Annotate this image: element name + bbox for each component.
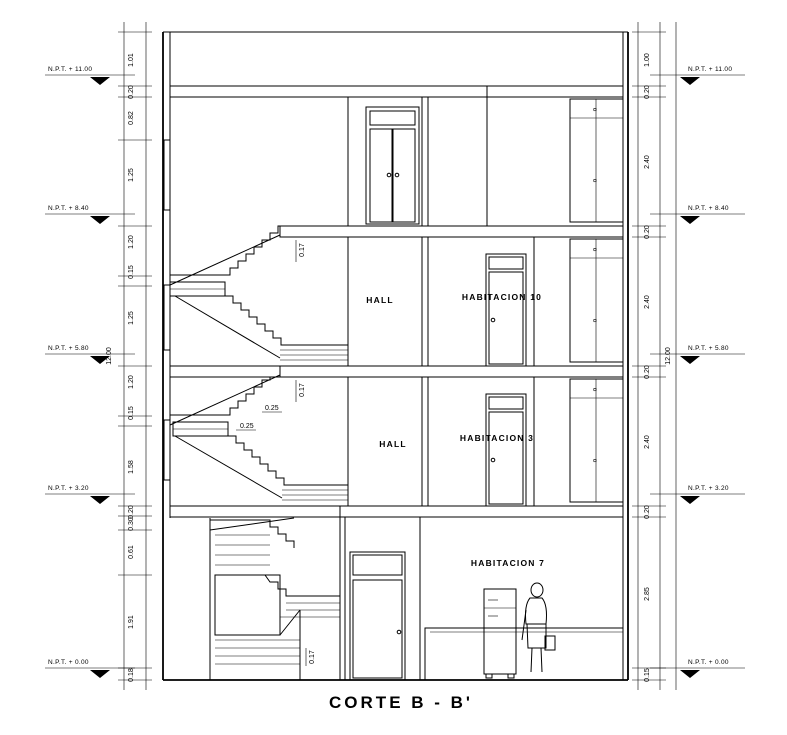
level-markers-left: N.P.T. + 11.00 N.P.T. + 8.40 N.P.T. + 5.… [45,66,135,678]
dimension-label: 0.20 [644,505,651,519]
dimension-label: 1.01 [128,53,135,67]
dimension-label: 1.20 [128,375,135,389]
drawing-title: CORTE B - B' [329,693,473,712]
level-marker-left: N.P.T. + 8.40 [45,205,135,224]
kitchen-counter [424,627,623,680]
level-label: N.P.T. + 0.00 [688,659,729,666]
level-label: N.P.T. + 11.00 [48,66,92,73]
dimension-total-left: 12.00 [106,347,113,365]
stair-dim-label: 0.17 [309,650,316,664]
dimension-label: 1.00 [644,53,651,67]
door-habitacion-3 [485,393,527,507]
level-label: N.P.T. + 8.40 [48,205,89,212]
room-label-habitacion-7: HABITACION 7 [471,558,545,568]
person-figure [521,582,556,673]
level-marker-left: N.P.T. + 11.00 [45,66,135,85]
level-markers-right: N.P.T. + 11.00 N.P.T. + 8.40 N.P.T. + 5.… [650,66,745,678]
level-marker-left: N.P.T. + 5.80 [45,345,135,364]
svg-text:¤: ¤ [593,458,597,465]
dimension-label: 0.61 [128,545,135,559]
refrigerator [483,588,517,679]
level-label: N.P.T. + 5.80 [688,345,729,352]
dimension-label: 2.40 [644,155,651,169]
dimension-label: 0.15 [128,265,135,279]
dimension-label: 1.25 [128,168,135,182]
svg-text:¤: ¤ [593,318,597,325]
room-label-habitacion-3: HABITACION 3 [460,433,534,443]
dimension-label: 2.40 [644,435,651,449]
level-label: N.P.T. + 0.00 [48,659,89,666]
room-label-habitacion-10: HABITACION 10 [462,292,542,302]
level-label: N.P.T. + 5.80 [48,345,89,352]
level-label: N.P.T. + 8.40 [688,205,729,212]
dimension-label: 1.58 [128,460,135,474]
dimension-label: 0.30 [128,517,135,531]
dimension-label: 0.18 [128,668,135,682]
dimension-label: 0.20 [644,225,651,239]
dimension-label: 0.20 [644,365,651,379]
dimension-chain-right: 1.00 0.20 2.40 0.20 2.40 0.20 2.40 0.20 … [632,22,677,690]
stair-dim-label: 0.17 [299,243,306,257]
dimension-label: 0.20 [644,85,651,99]
svg-text:¤: ¤ [593,178,597,185]
staircase [169,225,348,680]
dimension-label: 0.82 [128,111,135,125]
dimension-chain-left: 1.01 0.20 0.82 1.25 1.20 0.15 1.25 1.20 … [106,22,152,690]
dimension-total-right: 12.00 [665,347,672,365]
dimension-label: 2.85 [644,587,651,601]
stair-dimensions: 0.17 0.17 0.25 0.25 0.17 [236,240,316,666]
level-marker-right: N.P.T. + 0.00 [650,659,745,678]
dimension-label: 2.40 [644,295,651,309]
dimension-label: 0.20 [128,505,135,519]
dimension-label: 1.25 [128,311,135,325]
dimension-label: 1.20 [128,235,135,249]
svg-text:¤: ¤ [593,247,597,254]
level-marker-left: N.P.T. + 0.00 [45,659,135,678]
dimension-label: 0.15 [644,668,651,682]
wardrobe-mid: ¤ ¤ [569,238,624,363]
dimension-label: 1.91 [128,615,135,629]
level-label: N.P.T. + 11.00 [688,66,732,73]
room-label-hall-lower: HALL [379,439,406,449]
level-label: N.P.T. + 3.20 [48,485,89,492]
door-upper-hall [365,106,420,225]
svg-text:¤: ¤ [593,107,597,114]
dimension-label: 0.15 [128,406,135,420]
room-label-hall-upper: HALL [366,295,393,305]
dimension-label: 0.20 [128,85,135,99]
wardrobe-top: ¤ ¤ [569,98,624,223]
level-label: N.P.T. + 3.20 [688,485,729,492]
door-ground-floor [349,551,406,681]
level-marker-right: N.P.T. + 3.20 [650,485,745,504]
level-marker-right: N.P.T. + 5.80 [650,345,745,364]
svg-text:¤: ¤ [593,387,597,394]
level-marker-right: N.P.T. + 8.40 [650,205,745,224]
level-marker-left: N.P.T. + 3.20 [45,485,135,504]
door-habitacion-10 [485,253,527,367]
stair-dim-label: 0.25 [265,405,279,412]
stair-dim-label: 0.17 [299,383,306,397]
stair-dim-label: 0.25 [240,423,254,430]
wardrobe-low: ¤ ¤ [569,378,624,503]
level-marker-right: N.P.T. + 11.00 [650,66,745,85]
